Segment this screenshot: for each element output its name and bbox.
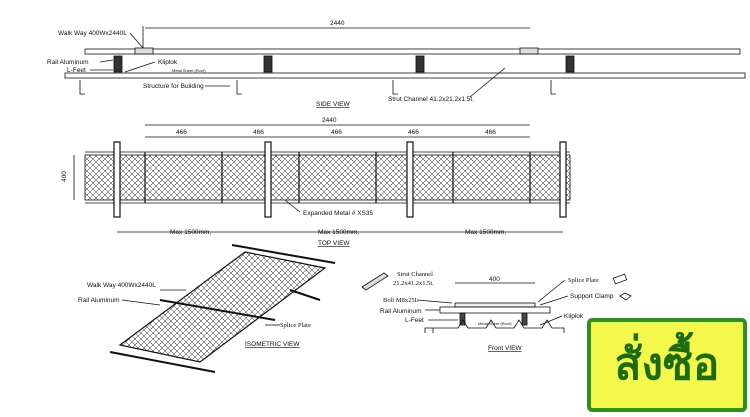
width-label: 400 [61,171,68,182]
side-dimension-label: 2440 [330,20,345,27]
strut-label: Strut Channel 41.2x21.2x1.5t. [388,96,474,103]
isometric-mesh [118,251,327,363]
segment-label: 466 [253,129,264,136]
splice-plate [134,47,154,55]
segment-label: 466 [485,129,496,136]
structure-label: Structure for Building [143,83,204,90]
span-label: Max 1500mm, [170,229,211,236]
iso-walkway-label: Walk Way 400Wx2440L [87,282,156,289]
front-splice-label: Splice Plate [568,277,599,284]
top-view-title: TOP VIEW [318,240,350,247]
front-view-title: Front VIEW [488,345,522,352]
front-rail [439,306,551,314]
front-lfeet-label: L-Feet [405,317,424,324]
roof-profile [424,319,565,333]
supports [113,55,575,73]
clamp-label: Support Clamp [570,293,614,300]
front-dimension-label: 400 [489,276,500,283]
top-dimension-label: 2440 [322,117,337,124]
bolt-label: Bolt M8x25L [383,297,419,304]
lfeet-label: L-Feet [67,67,86,74]
splice-plate [519,47,539,55]
segment-label: 466 [408,129,419,136]
walkway-rail [84,48,741,55]
strut-channel-icon [361,272,389,291]
strut-label-2: 21.2x41.2x1.5t. [393,280,434,287]
roof-sheet [64,72,746,79]
iso-splice-label: Splice Plate [280,322,311,329]
side-view: 2440 Walk Way 400Wx2440L Rail Aluminum L… [47,20,746,108]
top-view: 2440 466 466 466 466 466 400 Expanded Me… [61,117,571,247]
strut-label-1: Strut Channel [397,271,433,278]
span-label: Max 1500mm, [465,229,506,236]
splice-plate-icon [612,273,628,285]
expanded-metal-mesh [84,154,571,201]
side-view-title: SIDE VIEW [316,101,350,108]
span-label: Max 1500mm, [318,229,359,236]
front-rail-label: Rail Aluminum [380,308,422,315]
front-kliplok-label: Kliplok [564,313,584,320]
kliplok-label: Kliplok [158,59,178,66]
segment-label: 466 [331,129,342,136]
roof-label: Metal Sheet (Roof) [172,68,206,73]
c-channels [79,80,556,95]
rail-label: Rail Aluminum [47,59,89,66]
iso-rail-label: Rail Aluminum [78,297,120,304]
order-button-label: สั่งซื้อ [614,339,720,390]
mesh-label: Expanded Metal # XS35 [303,210,373,217]
top-view-posts [113,141,567,218]
support-clamp-icon [619,292,632,301]
isometric-view-title: ISOMETRIC VIEW [245,341,300,348]
segment-label: 466 [176,129,187,136]
front-view: Strut Channel 21.2x41.2x1.5t. 400 Bolt M… [361,271,632,352]
isometric-view: Walk Way 400Wx2440L Rail Aluminum Splice… [78,244,336,373]
walkway-label: Walk Way 400Wx2440L [58,30,127,37]
order-button[interactable]: สั่งซื้อ [587,318,747,412]
front-roof-label: Metal Sheet (Roof) [478,321,512,326]
